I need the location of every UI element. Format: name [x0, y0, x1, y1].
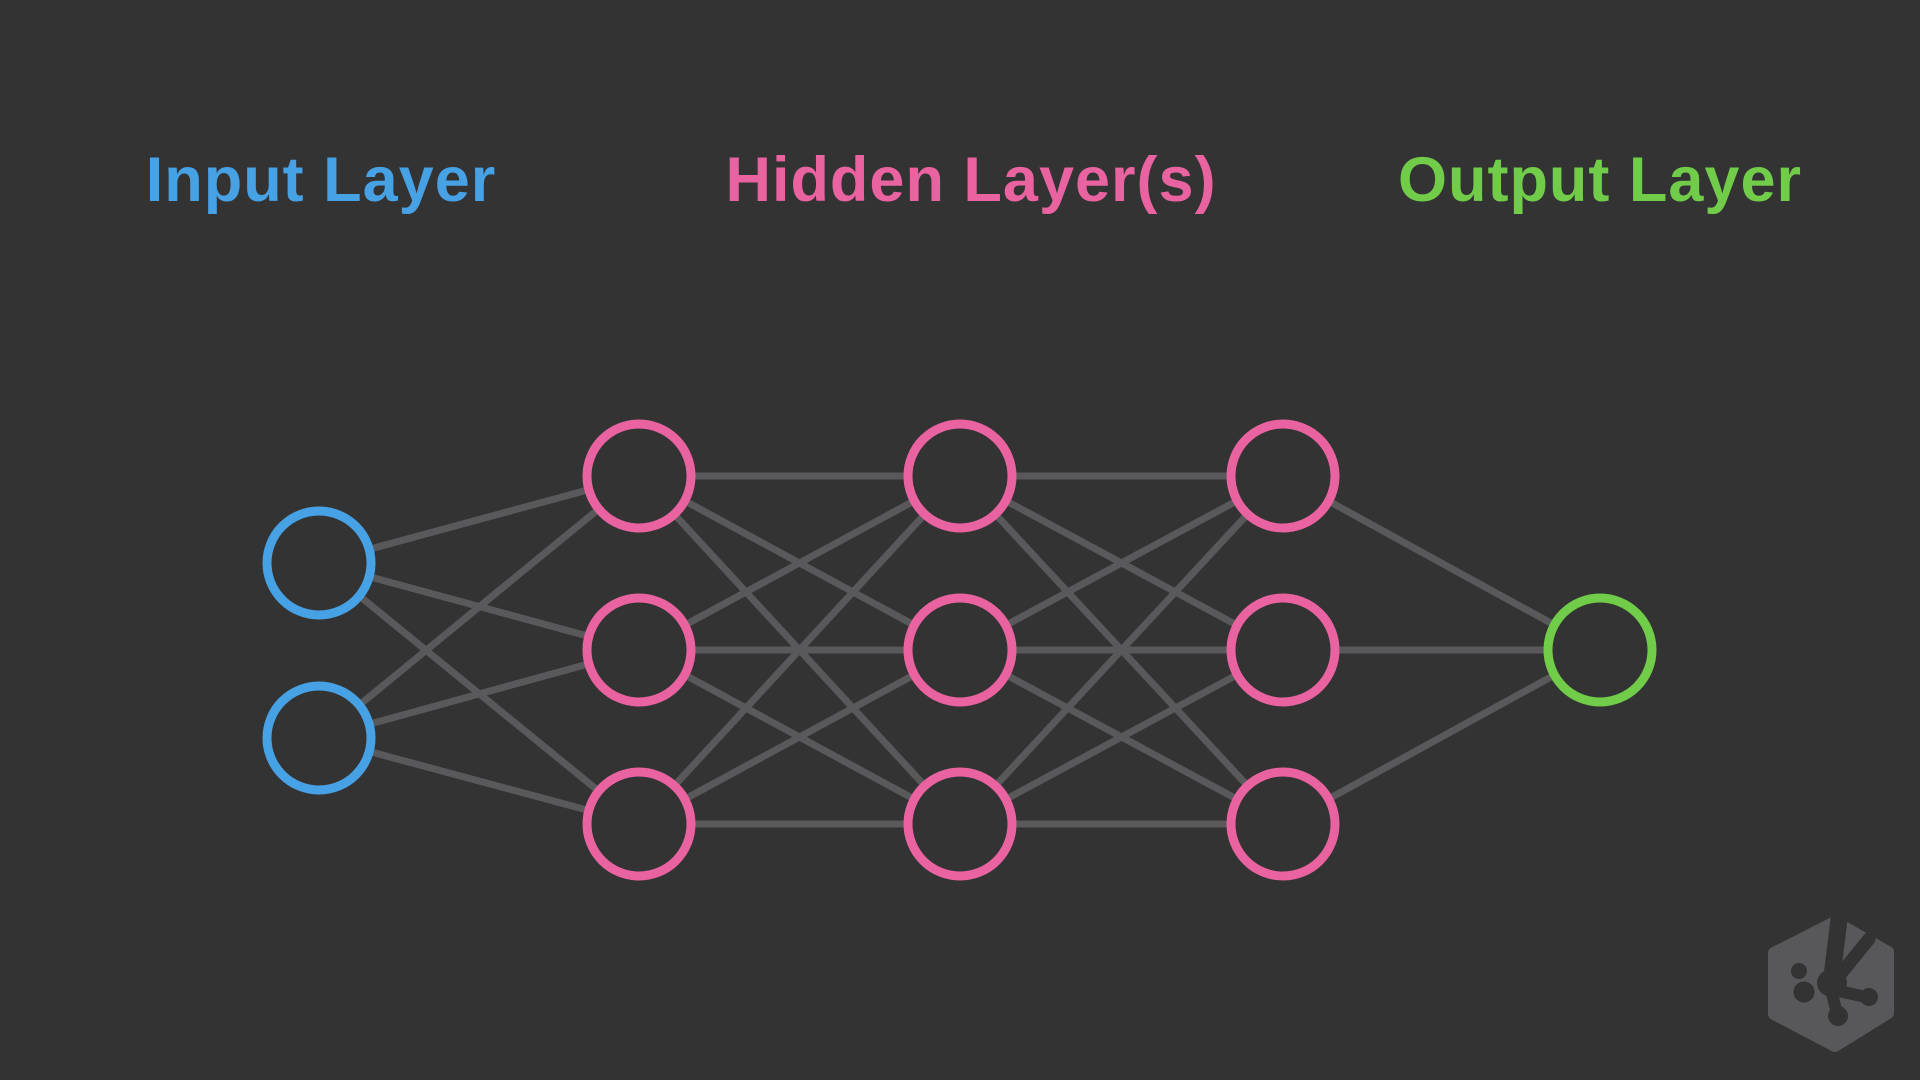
node-output-1 — [1543, 593, 1657, 707]
edge-hidden-3-to-output — [1281, 646, 1602, 828]
edge-hidden-2-to-hidden-3 — [957, 473, 1286, 827]
edge-input-to-hidden-1 — [316, 473, 642, 741]
edge-hidden-2-to-hidden-3 — [958, 646, 1285, 828]
node-hidden-3-1 — [1226, 419, 1340, 533]
label-output-layer: Output Layer — [1397, 145, 1803, 215]
node-input-2 — [262, 681, 376, 795]
node-hidden-2-3 — [903, 767, 1017, 881]
node-hidden-1-2 — [582, 593, 696, 707]
edge-hidden-2-to-hidden-3 — [958, 472, 1285, 654]
node-hidden-3-3 — [1226, 767, 1340, 881]
edge-hidden-1-to-hidden-2 — [637, 646, 962, 828]
node-hidden-1-3 — [582, 767, 696, 881]
edge-hidden-1-to-hidden-2 — [637, 472, 962, 654]
treehouse-logo — [1768, 912, 1894, 1052]
edge-hidden-1-to-hidden-2 — [636, 473, 963, 827]
node-input-1 — [262, 506, 376, 620]
node-hidden-1-1 — [582, 419, 696, 533]
label-input-layer: Input Layer — [145, 145, 497, 215]
nodes-group — [262, 419, 1657, 881]
frog-footprint-icon — [1791, 912, 1878, 1026]
node-hidden-2-2 — [903, 593, 1017, 707]
node-hidden-2-1 — [903, 419, 1017, 533]
label-hidden-layers: Hidden Layer(s) — [725, 145, 1217, 215]
edge-hidden-3-to-output — [1281, 472, 1602, 654]
node-hidden-3-2 — [1226, 593, 1340, 707]
